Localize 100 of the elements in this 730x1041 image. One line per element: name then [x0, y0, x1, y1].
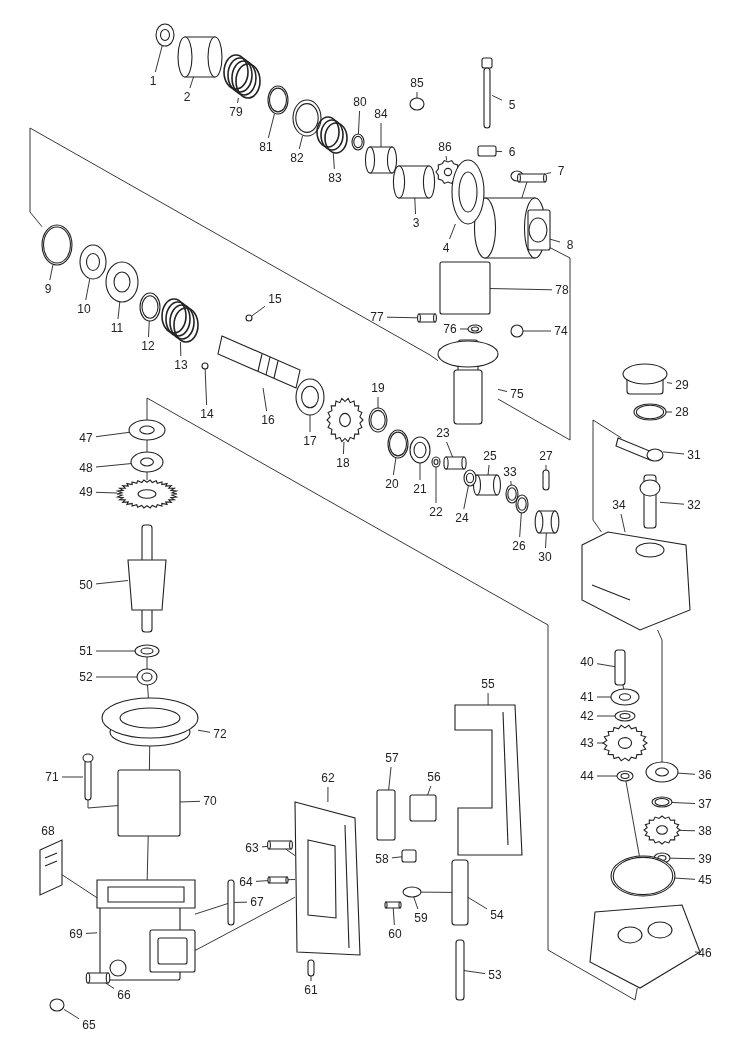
callout-number: 45	[695, 873, 715, 887]
leader-line	[95, 491, 118, 494]
leader-line	[251, 305, 266, 317]
assembly-guide-line	[194, 903, 229, 915]
leader-line	[545, 172, 552, 174]
callout-number: 19	[368, 381, 388, 395]
callout-number: 12	[138, 339, 158, 353]
ball-drawing	[201, 362, 209, 370]
ring-drawing	[368, 407, 388, 433]
assembly-guide-line	[622, 684, 625, 690]
callout-number: 3	[406, 216, 426, 230]
bearing-drawing	[136, 668, 158, 686]
screw-drawing	[384, 901, 402, 909]
callout-number: 6	[502, 145, 522, 159]
bearing-drawing	[128, 419, 166, 441]
bolt-drawing	[227, 879, 235, 926]
housing-drawing	[96, 879, 196, 981]
leader-line	[377, 396, 379, 409]
leader-line	[95, 463, 132, 468]
callout-number: 42	[577, 709, 597, 723]
handle-drawing	[294, 801, 361, 956]
gear-drawing	[115, 479, 179, 509]
callout-number: 41	[577, 690, 597, 704]
washer-drawing	[616, 770, 634, 782]
callout-number: 9	[38, 282, 58, 296]
assembly-guide-line	[146, 439, 148, 453]
leader-line	[332, 152, 335, 170]
label-plate-drawing	[39, 839, 63, 896]
callout-number: 54	[487, 908, 507, 922]
leader-line	[148, 320, 150, 338]
callout-number: 24	[452, 511, 472, 525]
callout-number: 85	[407, 76, 427, 90]
o-ring-drawing	[463, 469, 477, 487]
leader-line	[620, 513, 626, 533]
pin-drawing	[443, 456, 467, 470]
leader-line	[380, 122, 382, 148]
leader-line	[491, 94, 503, 101]
ring-drawing	[387, 429, 409, 459]
o-ring-drawing	[41, 224, 73, 266]
assembly-guide-line	[657, 629, 663, 763]
assembly-guide-line	[148, 745, 151, 771]
callout-number: 4	[436, 241, 456, 255]
leader-line	[180, 341, 182, 357]
leader-line	[392, 907, 395, 926]
ring-drawing	[292, 99, 322, 137]
gear-drawing	[602, 724, 648, 762]
leader-line	[95, 676, 138, 678]
leader-line	[497, 388, 508, 392]
leader-line	[677, 772, 696, 775]
callout-number: 31	[684, 448, 704, 462]
o-ring-drawing	[610, 855, 676, 897]
handle-drawing	[454, 704, 523, 856]
callout-number: 79	[226, 105, 246, 119]
leader-line	[95, 650, 136, 652]
ring-drawing	[651, 796, 673, 808]
callout-number: 11	[107, 321, 127, 335]
gear-drawing	[326, 397, 364, 443]
callout-number: 80	[350, 95, 370, 109]
callout-number: 65	[79, 1018, 99, 1032]
callout-number: 25	[480, 449, 500, 463]
spring-drawing	[161, 298, 199, 343]
housing-drawing	[581, 531, 691, 631]
baffle-plate-drawing	[101, 697, 199, 747]
callout-number: 16	[258, 413, 278, 427]
housing-drawing	[473, 197, 551, 259]
ring-drawing	[267, 85, 289, 115]
ring-drawing	[139, 292, 161, 322]
leader-line	[545, 464, 547, 471]
callout-number: 43	[577, 736, 597, 750]
callout-number: 39	[695, 852, 715, 866]
assembly-guide-line	[285, 848, 296, 857]
ball-drawing	[245, 314, 253, 322]
switch-drawing	[409, 794, 437, 822]
callout-number: 48	[76, 461, 96, 475]
leader-line	[679, 829, 696, 832]
spring-drawing	[223, 54, 261, 99]
assembly-guide-line	[147, 684, 149, 699]
leader-line	[357, 110, 360, 135]
bearing-drawing	[105, 261, 139, 303]
callout-number: 78	[552, 283, 572, 297]
leader-line	[487, 464, 490, 476]
leader-line	[63, 1008, 80, 1020]
o-ring-drawing	[633, 403, 667, 421]
callout-number: 46	[695, 946, 715, 960]
screw-drawing	[417, 313, 437, 323]
callout-number: 57	[382, 751, 402, 765]
assembly-guide-line	[625, 780, 640, 857]
leader-line	[49, 264, 54, 281]
leader-line	[463, 970, 486, 975]
assembly-guide-line	[29, 127, 439, 362]
callout-number: 47	[76, 431, 96, 445]
callout-number: 28	[672, 405, 692, 419]
leader-line	[416, 91, 418, 99]
leader-line	[596, 696, 612, 698]
bearing-drawing	[645, 761, 679, 783]
spring-drawing	[316, 116, 348, 154]
sleeve-drawing	[364, 146, 398, 174]
washer-drawing	[467, 324, 483, 334]
leader-line	[61, 776, 84, 778]
leader-line	[310, 975, 312, 982]
